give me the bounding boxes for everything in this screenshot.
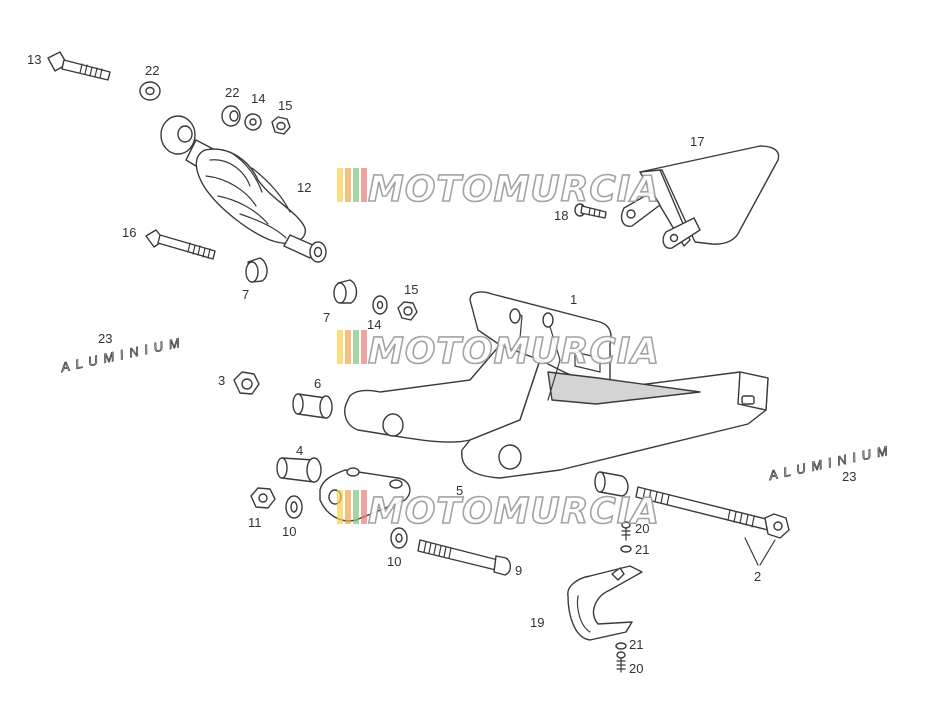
part-11-nut [250, 487, 276, 509]
part-14-washer [244, 113, 262, 131]
callout-10-right: 10 [387, 554, 401, 569]
part-3-nut [233, 371, 260, 395]
part-23-decal-right: ALUMINIUM [766, 441, 895, 483]
svg-text:MOTOMURCIA: MOTOMURCIA [368, 491, 660, 532]
part-7-spacer-left [245, 257, 268, 283]
part-13-bolt [47, 51, 111, 81]
svg-text:ALUMINIUM: ALUMINIUM [767, 442, 895, 483]
callout-14-top: 14 [251, 91, 265, 106]
part-10-washer-right [390, 527, 408, 549]
part-21-washer-bottom [615, 642, 627, 650]
part-22-spacer [221, 105, 241, 127]
callout-5: 5 [456, 483, 463, 498]
callout-4: 4 [296, 443, 303, 458]
part-12-shock-absorber [160, 115, 327, 263]
callout-3: 3 [218, 373, 225, 388]
callout-12: 12 [297, 180, 311, 195]
svg-text:MOTOMURCIA: MOTOMURCIA [368, 331, 660, 372]
callout-9: 9 [515, 563, 522, 578]
callout-2: 2 [754, 569, 761, 584]
callout-20-top: 20 [635, 521, 649, 536]
part-23-decal-left: ALUMINIUM [58, 333, 187, 375]
callout-21-top: 21 [635, 542, 649, 557]
callout-13: 13 [27, 52, 41, 67]
part-1-swingarm [344, 291, 769, 479]
part-15-nut [271, 116, 291, 135]
part-20-screw-top [621, 521, 631, 541]
part-6-bushing [292, 393, 333, 419]
callout-20-bottom: 20 [629, 661, 643, 676]
part-10-washer-left [285, 495, 303, 519]
part-16-bolt [145, 229, 216, 260]
part-19-chain-slider [567, 565, 643, 641]
callout-23-right: 23 [842, 469, 856, 484]
callout-22-right: 22 [225, 85, 239, 100]
part-18-screw [574, 203, 607, 219]
callout-19: 19 [530, 615, 544, 630]
callout-6: 6 [314, 376, 321, 391]
callout-21-bottom: 21 [629, 637, 643, 652]
part-4-bushing [276, 457, 322, 483]
callout-14-lower: 14 [367, 317, 381, 332]
callout-15-lower: 15 [404, 282, 418, 297]
callout-16: 16 [122, 225, 136, 240]
part-7-spacer-right [333, 279, 358, 304]
part-21-washer-top [620, 545, 632, 553]
watermark-top: MOTOMURCIA [337, 168, 660, 211]
callout-7-right: 7 [323, 310, 330, 325]
watermark-middle: MOTOMURCIA [337, 330, 660, 373]
part-14-washer-lower [372, 295, 388, 315]
part-20-screw-bottom [616, 651, 626, 673]
callout-15-top: 15 [278, 98, 292, 113]
part-15-nut-lower [397, 301, 418, 321]
part-22-washer [139, 81, 161, 101]
part-9-bolt [417, 539, 512, 576]
callout-7-left: 7 [242, 287, 249, 302]
callout-17: 17 [690, 134, 704, 149]
callout-11: 11 [248, 515, 262, 530]
part-2-spindle-bushing [594, 471, 629, 497]
callout-18: 18 [554, 208, 568, 223]
svg-text:ALUMINIUM: ALUMINIUM [59, 334, 187, 375]
callout-1: 1 [570, 292, 577, 307]
callout-23-left: 23 [98, 331, 112, 346]
svg-text:MOTOMURCIA: MOTOMURCIA [368, 169, 660, 210]
part-17-chain-guard [620, 145, 780, 249]
callout-22-left: 22 [145, 63, 159, 78]
part-2-spindle-bolt [635, 486, 790, 566]
callout-10-left: 10 [282, 524, 296, 539]
watermark-bottom: MOTOMURCIA [337, 490, 660, 533]
